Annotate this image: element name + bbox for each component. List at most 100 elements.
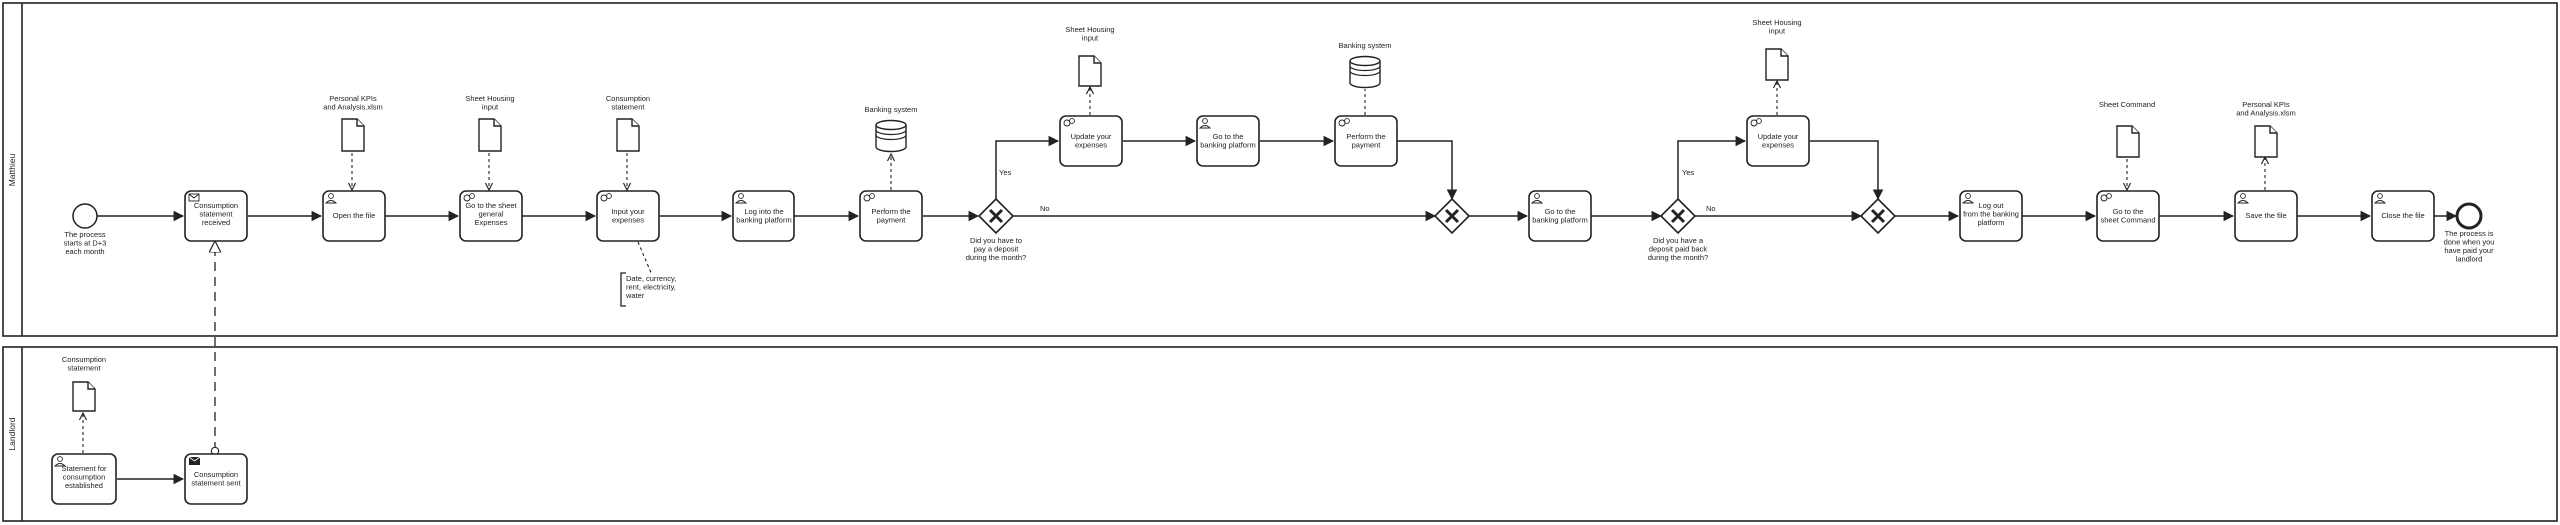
user-task-icon <box>1961 193 1975 204</box>
yes-label: Yes <box>999 168 1011 177</box>
gateway-label: during the month? <box>1648 253 1708 262</box>
task-label: statement sent <box>191 479 241 488</box>
task-label: Update your <box>1071 132 1112 141</box>
task-label: Perform the <box>871 207 910 216</box>
task-open-file[interactable]: Open the file <box>322 190 386 242</box>
pool-landlord: Landlord <box>2 346 2558 522</box>
flow-gateway2-yes <box>1677 135 1747 199</box>
annotation-line: water <box>625 291 645 300</box>
task-label: expenses <box>612 216 644 225</box>
task-label: banking platform <box>736 216 791 225</box>
data-object-label: input <box>482 103 499 112</box>
gateway-merge-2[interactable] <box>1859 197 1897 235</box>
envelope-icon <box>188 193 200 202</box>
pool-matthieu: Matthieu <box>2 2 2558 337</box>
gateway-label: Did you have to <box>970 236 1022 245</box>
end-label-2: done when you <box>2444 238 2495 247</box>
data-store-banking-2[interactable]: Banking system <box>1339 41 1392 89</box>
data-object-label: Sheet Housing <box>465 94 514 103</box>
task-label: Statement for <box>61 464 107 473</box>
gateway-label: pay a deposit <box>974 245 1020 254</box>
data-object-label: Consumption <box>62 355 106 364</box>
gear-icon <box>1750 118 1762 127</box>
svg-text:Save the file: Save the file <box>2245 211 2286 220</box>
data-object-label: statement <box>612 103 646 112</box>
exclusive-x-icon <box>1670 208 1686 224</box>
flow-pay2-to-merge1 <box>1397 140 1458 201</box>
user-task-icon <box>734 193 748 204</box>
data-object-label: Sheet Housing <box>1752 18 1801 27</box>
gateway-merge-1[interactable] <box>1433 197 1471 235</box>
data-object-sheet-command[interactable]: Sheet Command <box>2099 100 2155 158</box>
task-label: payment <box>877 216 907 225</box>
exclusive-x-icon <box>1870 208 1886 224</box>
user-task-icon <box>2236 193 2250 204</box>
task-label: Expenses <box>475 218 508 227</box>
lane-label-landlord: Landlord <box>7 417 17 450</box>
svg-text:Date, currency,rent, electrici: Date, currency,rent, electricity,water <box>625 274 676 300</box>
text-annotation: Date, currency,rent, electricity,water <box>620 272 676 307</box>
task-label: Log out <box>1978 201 2004 210</box>
task-label: Go to the <box>1545 207 1576 216</box>
user-task-icon <box>53 456 67 467</box>
gateway-label: deposit paid back <box>1649 245 1708 254</box>
data-object-label: Sheet Housing <box>1065 25 1114 34</box>
svg-text:Banking system: Banking system <box>1339 41 1392 50</box>
gear-icon <box>463 193 475 202</box>
data-object-label: Consumption <box>606 94 650 103</box>
data-store-banking-1[interactable]: Banking system <box>865 105 918 153</box>
task-save-file[interactable]: Save the file <box>2234 190 2298 242</box>
annotation-line: Date, currency, <box>626 274 676 283</box>
task-close-file[interactable]: Close the file <box>2371 190 2435 242</box>
data-object-label: Sheet Command <box>2099 100 2155 109</box>
data-object-label: Personal KPIs <box>2242 100 2290 109</box>
sequence-flows <box>97 135 2458 485</box>
filled-envelope-icon <box>188 456 201 465</box>
svg-text:Sheet Command: Sheet Command <box>2099 100 2155 109</box>
task-label: Save the file <box>2245 211 2286 220</box>
task-label: Close the file <box>2381 211 2424 220</box>
svg-text:Banking system: Banking system <box>865 105 918 114</box>
svg-text:Close the file: Close the file <box>2381 211 2424 220</box>
yes-label: Yes <box>1682 168 1694 177</box>
lane-label-matthieu: Matthieu <box>7 153 17 186</box>
svg-text:Open the file: Open the file <box>333 211 376 220</box>
task-label: consumption <box>63 473 106 482</box>
